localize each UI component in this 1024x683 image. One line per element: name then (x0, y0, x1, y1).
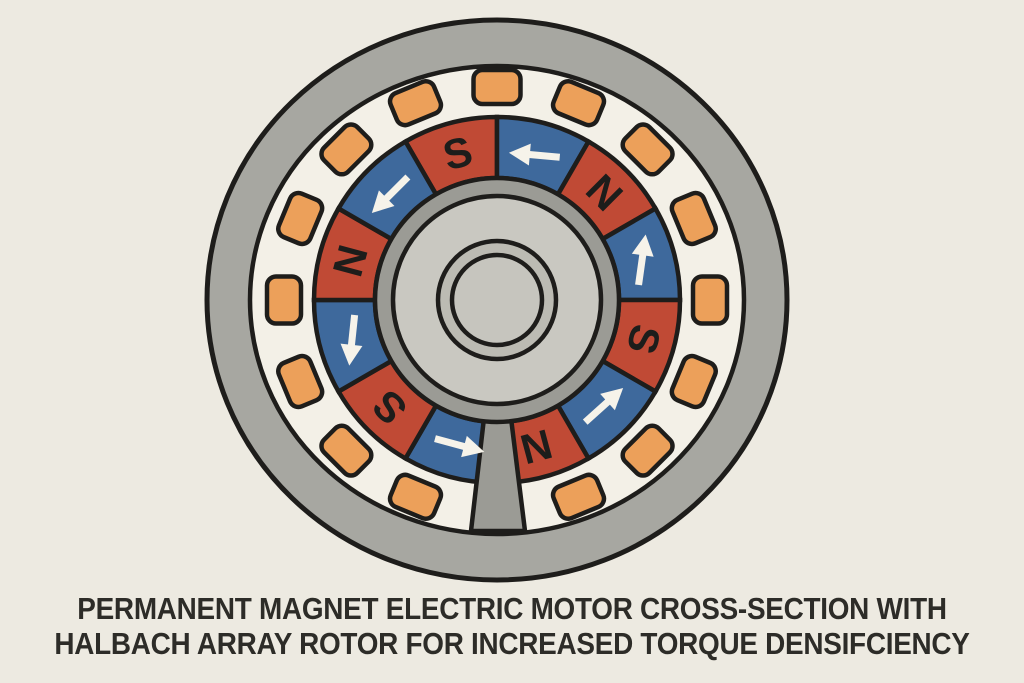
stator-slot (264, 274, 304, 326)
arrow-head (371, 190, 395, 214)
stator-slot (319, 423, 374, 478)
arrow-head (340, 343, 363, 366)
arrow-head (631, 234, 654, 257)
arrow-head (461, 435, 485, 458)
arrow-shaft (382, 174, 411, 203)
stator-slot (620, 423, 675, 478)
stator-slot (550, 79, 607, 128)
arrow-head (600, 387, 624, 411)
stator-slot (276, 190, 325, 247)
stator-slot (669, 353, 718, 410)
arrow-shaft (582, 398, 612, 425)
arrow-shaft (434, 435, 467, 451)
stator-slot (620, 122, 675, 177)
shaft-bore (449, 252, 545, 348)
caption-line-2: HALBACH ARRAY ROTOR FOR INCREASED TORQUE… (54, 626, 970, 661)
stator-slot (471, 67, 523, 107)
stator-slot (387, 472, 444, 521)
stator-slot (669, 190, 718, 247)
arrow-shaft (527, 150, 561, 161)
magnetization-arrow (434, 435, 485, 458)
stator-slot (276, 353, 325, 410)
magnetization-arrow (631, 234, 654, 286)
caption-line-1: PERMANENT MAGNET ELECTRIC MOTOR CROSS-SE… (77, 591, 947, 626)
stator-slot (690, 274, 730, 326)
stator-slot (319, 122, 374, 177)
arrow-head (508, 143, 531, 166)
arrow-shaft (635, 252, 647, 286)
magnetization-arrow (582, 387, 624, 425)
magnetization-arrow (508, 143, 561, 166)
arrow-shaft (347, 314, 359, 348)
magnetization-arrow (371, 174, 411, 214)
stator-slot (550, 472, 607, 521)
stator-slot (387, 79, 444, 128)
magnetization-arrow (340, 314, 363, 366)
